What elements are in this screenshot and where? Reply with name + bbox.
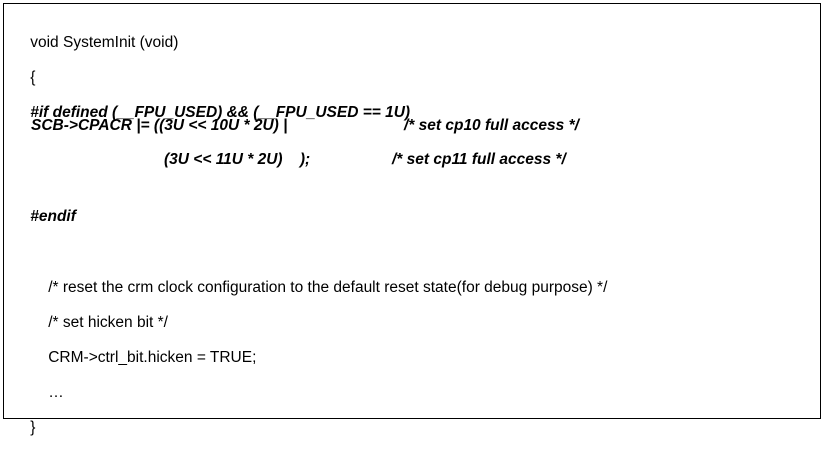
code-line-reset-comment: /* reset the crm clock configuration to …: [31, 255, 607, 296]
code-line-close-brace: }: [13, 395, 35, 436]
code-line-open-brace: {: [13, 45, 35, 86]
hicken-assign-text: CRM->ctrl_bit.hicken = TRUE;: [48, 349, 257, 366]
hicken-comment-text: /* set hicken bit */: [48, 314, 168, 331]
code-listing: void SystemInit (void) { #if defined (__…: [3, 3, 821, 436]
cpacr-cp10-comment: /* set cp10 full access */: [404, 117, 579, 134]
code-line-hicken-comment: /* set hicken bit */: [31, 290, 168, 331]
code-line-preprocessor-if: #if defined (__FPU_USED) && (__FPU_USED …: [13, 80, 410, 121]
preprocessor-endif-text: #endif: [30, 208, 76, 225]
close-brace-text: }: [30, 419, 36, 436]
code-line-ellipsis: …: [31, 360, 64, 401]
cpacr-cp11-code: (3U << 11U * 2U) );: [164, 151, 311, 168]
cpacr-cp11-comment: /* set cp11 full access */: [392, 151, 566, 168]
code-line-function-signature: void SystemInit (void): [13, 10, 178, 51]
open-brace-text: {: [30, 69, 36, 86]
code-line-cpacr-cp11: (3U << 11U * 2U) ); /* set cp11 full acc…: [4, 149, 820, 171]
ellipsis-text: …: [48, 384, 64, 401]
function-signature-text: void SystemInit (void): [30, 34, 179, 51]
reset-comment-text: /* reset the crm clock configuration to …: [48, 279, 608, 296]
code-line-cpacr-cp10: SCB->CPACR |= ((3U << 10U * 2U) | /* set…: [4, 115, 820, 137]
code-line-preprocessor-endif: #endif: [13, 184, 76, 225]
cpacr-cp10-code: SCB->CPACR |= ((3U << 10U * 2U) |: [31, 117, 288, 134]
preprocessor-if-text: #if defined (__FPU_USED) && (__FPU_USED …: [30, 104, 411, 121]
code-line-hicken-assign: CRM->ctrl_bit.hicken = TRUE;: [31, 325, 256, 366]
